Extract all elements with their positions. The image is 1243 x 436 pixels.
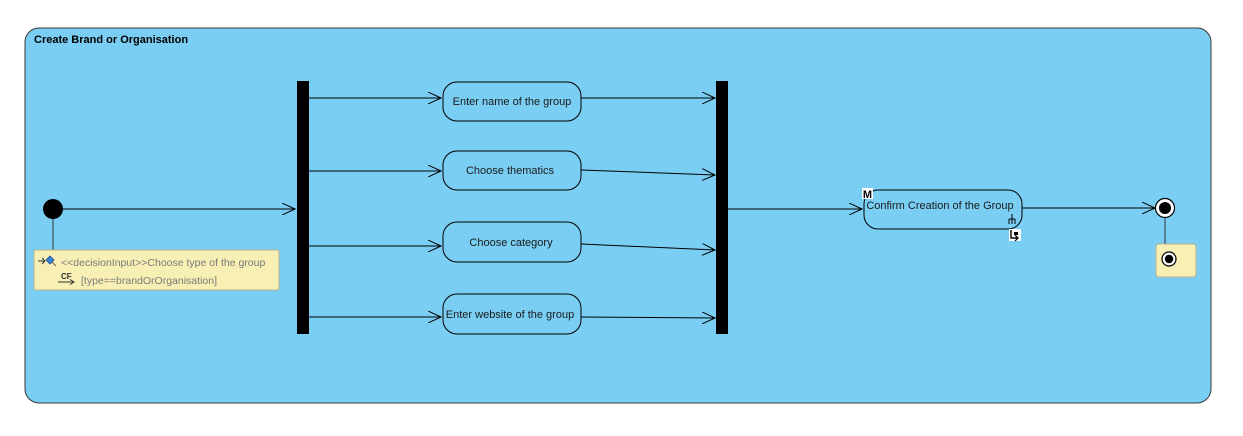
action-enter-name[interactable]: Enter name of the group xyxy=(442,81,582,122)
flow-website-to-join[interactable] xyxy=(580,317,715,318)
action-confirm-creation-label: Confirm Creation of the Group xyxy=(866,200,1013,212)
initial-node[interactable] xyxy=(43,199,63,219)
activity-frame[interactable] xyxy=(24,27,1212,404)
action-choose-category[interactable]: Choose category xyxy=(442,221,582,263)
action-confirm-creation[interactable]: Confirm Creation of the Group M xyxy=(862,188,1023,242)
fork-bar[interactable] xyxy=(297,81,309,334)
resize-handle-icon[interactable] xyxy=(1009,229,1021,242)
activity-final-node[interactable] xyxy=(1154,197,1176,219)
action-choose-thematics[interactable]: Choose thematics xyxy=(442,150,582,191)
decision-input-icon xyxy=(38,255,57,267)
guard-text: [type==brandOrOrganisation] xyxy=(81,275,217,287)
model-marker-icon xyxy=(862,188,873,199)
flow-category-to-join[interactable] xyxy=(580,244,715,250)
action-enter-name-label: Enter name of the group xyxy=(453,96,572,108)
call-behavior-icon xyxy=(1008,214,1016,224)
action-enter-website-label: Enter website of the group xyxy=(446,309,574,321)
action-enter-website[interactable]: Enter website of the group xyxy=(442,293,582,335)
decision-input-text: <<decisionInput>>Choose type of the grou… xyxy=(61,257,265,269)
model-marker-label: M xyxy=(863,189,872,201)
final-node-symbol-box xyxy=(1155,243,1197,278)
flow-thematics-to-join[interactable] xyxy=(580,170,715,175)
action-choose-category-label: Choose category xyxy=(469,237,553,249)
join-bar[interactable] xyxy=(716,81,728,334)
activity-title: Create Brand or Organisation xyxy=(34,34,188,46)
decision-input-note[interactable]: <<decisionInput>>Choose type of the grou… xyxy=(33,249,280,291)
action-choose-thematics-label: Choose thematics xyxy=(466,165,555,177)
control-flow-icon: CF xyxy=(58,272,75,285)
control-flow-tag: CF xyxy=(61,272,72,281)
